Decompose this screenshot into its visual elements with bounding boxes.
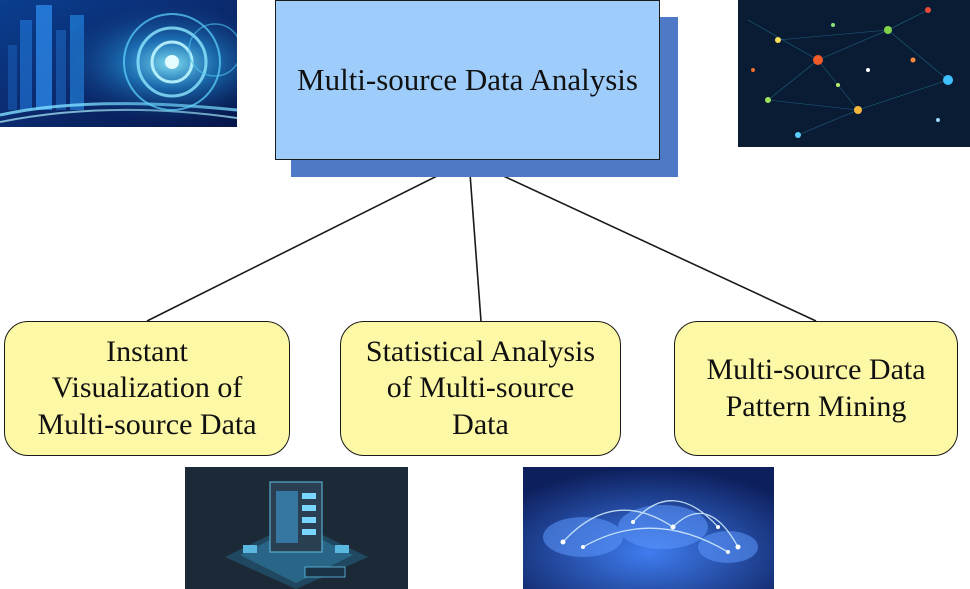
connector-to-child-3 bbox=[468, 159, 817, 322]
root-node-label: Multi-source Data Analysis bbox=[297, 62, 638, 97]
child-node-line: Instant bbox=[106, 334, 188, 368]
child-node-line: of Multi-source bbox=[386, 371, 575, 405]
world-map-connections-image bbox=[523, 467, 774, 589]
server-isometric-image bbox=[185, 467, 408, 589]
child-node-line: Data bbox=[452, 407, 509, 441]
child-node-line: Multi-source Data bbox=[706, 352, 926, 386]
child-node-line: Multi-source Data bbox=[37, 407, 257, 441]
connector-to-child-1 bbox=[146, 159, 470, 322]
child-node-line: Statistical Analysis bbox=[365, 334, 596, 368]
data-network-nodes-image bbox=[738, 0, 970, 147]
futuristic-city-tech-image bbox=[0, 0, 237, 127]
child-node-line: Visualization of bbox=[51, 371, 243, 405]
connector-to-child-2 bbox=[468, 159, 482, 322]
root-node: Multi-source Data Analysis bbox=[275, 0, 660, 160]
child-node-statistical-analysis: Statistical Analysis of Multi-source Dat… bbox=[340, 321, 621, 456]
child-node-line: Pattern Mining bbox=[725, 389, 907, 423]
child-node-pattern-mining: Multi-source Data Pattern Mining bbox=[674, 321, 958, 456]
child-node-instant-visualization: Instant Visualization of Multi-source Da… bbox=[4, 321, 290, 456]
